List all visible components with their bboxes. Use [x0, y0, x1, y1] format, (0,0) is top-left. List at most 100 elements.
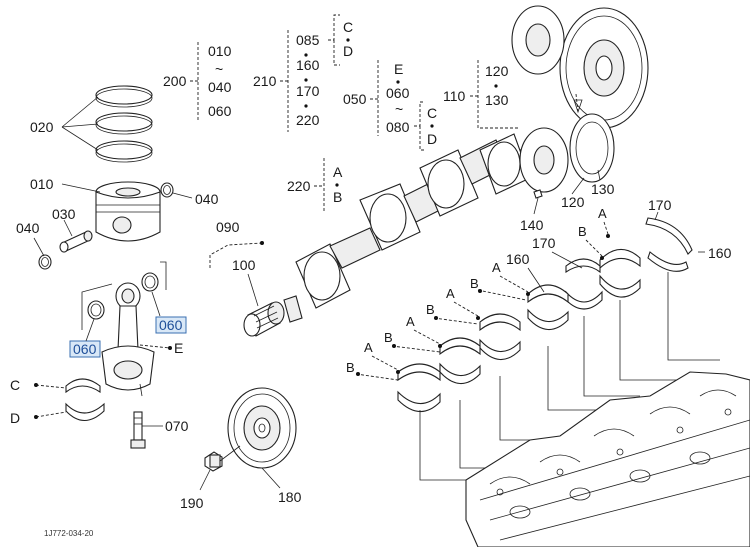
idler-gear-small [511, 5, 565, 75]
main-bearing-2 [397, 363, 441, 413]
label-060-right-box: 060 [155, 316, 187, 334]
label-010: 010 [30, 176, 54, 192]
label-060-right: 060 [159, 317, 183, 333]
group-050-E: E [394, 61, 403, 77]
leader-040-left [33, 237, 45, 257]
bracket-200 [190, 42, 199, 120]
leader-170-right [654, 211, 659, 221]
ab-markers: A B A B A B A B A B A B [346, 206, 610, 381]
group-210-4: 220 [296, 112, 320, 128]
leader-100 [247, 273, 259, 307]
bracket-210 [280, 30, 289, 132]
group-210-D: D [343, 43, 353, 59]
connecting-rod [101, 282, 155, 397]
leader-060-left [85, 318, 95, 342]
snap-ring-right [160, 182, 174, 198]
marker-A4: A [406, 314, 415, 329]
label-140: 140 [520, 217, 544, 233]
label-090: 090 [216, 219, 240, 235]
label-030: 030 [52, 206, 76, 222]
group-050-C: C [427, 105, 437, 121]
bracket-rod-right [160, 261, 167, 290]
group-210-C: C [343, 19, 353, 35]
idler-gear-large [559, 7, 649, 129]
label-210: 210 [253, 73, 277, 89]
bracket-rod-left [81, 283, 113, 330]
label-050: 050 [343, 91, 367, 107]
bracket-220 [314, 158, 325, 212]
leader-060-right [151, 291, 161, 317]
leader-030 [63, 219, 73, 237]
crank-gear-front [519, 127, 569, 193]
leader-010 [61, 183, 101, 193]
leader-130 [597, 169, 601, 181]
label-220: 220 [287, 178, 311, 194]
group-050-2: 080 [386, 119, 410, 135]
bracket-090 [209, 242, 263, 268]
group-110-2: 130 [485, 92, 509, 108]
leader-E [139, 344, 171, 349]
label-110: 110 [443, 88, 466, 104]
rod-bearing-upper [65, 378, 101, 394]
piston [95, 181, 161, 242]
leader-020 [61, 96, 99, 151]
group-200-top: 010 [208, 43, 232, 59]
leader-160-left [527, 267, 545, 293]
thrust-bearing-170-right [645, 217, 693, 272]
piston-pin [59, 230, 93, 253]
group-220-B: B [333, 189, 342, 205]
crank-gear-100 [243, 301, 285, 337]
group-200-tilde: ~ [215, 61, 223, 77]
bracket-050-cd [414, 101, 424, 151]
group-220-A: A [333, 164, 343, 180]
leader-180 [261, 467, 281, 489]
bracket-050 [370, 60, 379, 136]
label-070: 070 [165, 418, 189, 434]
figure-id: 1J772-034-20 [44, 529, 94, 538]
marker-A3: A [446, 286, 455, 301]
leader-040-right [172, 192, 193, 199]
marker-B3: B [426, 302, 435, 317]
label-180: 180 [278, 489, 302, 505]
group-210-2: 160 [296, 57, 320, 73]
bracket-110 [470, 60, 520, 129]
label-120: 120 [561, 194, 585, 210]
label-160-left: 160 [506, 251, 530, 267]
leader-C [35, 384, 67, 389]
bushing-left [87, 300, 105, 320]
main-bearing-6 [599, 248, 641, 298]
label-E: E [174, 340, 183, 356]
leader-gear-up [575, 93, 579, 113]
label-C: C [10, 377, 20, 393]
label-130: 130 [591, 181, 615, 197]
bracket-210-cd [328, 14, 340, 66]
group-210-3: 170 [296, 83, 320, 99]
label-D: D [10, 410, 20, 426]
group-110-1: 120 [485, 63, 509, 79]
arrow-gear [573, 99, 583, 114]
leader-120 [571, 177, 585, 195]
thrust-bearing-170-left [565, 258, 603, 310]
group-210-1: 085 [296, 32, 320, 48]
leader-D [35, 411, 67, 418]
marker-A2: A [492, 260, 501, 275]
marker-B4: B [384, 330, 393, 345]
main-bearing-3 [439, 337, 481, 385]
label-040-right: 040 [195, 191, 219, 207]
bushing-right [141, 272, 159, 292]
group-200-bot: 060 [208, 103, 232, 119]
marker-B1: B [578, 224, 587, 239]
key-140 [533, 189, 543, 199]
label-170-right: 170 [648, 197, 672, 213]
label-060-left: 060 [73, 341, 97, 357]
leader-140 [533, 197, 539, 215]
rod-bolt [130, 411, 146, 449]
marker-B5: B [346, 360, 355, 375]
marker-A5: A [364, 340, 373, 355]
leader-190 [199, 469, 211, 491]
label-020: 020 [30, 119, 54, 135]
label-040-left: 040 [16, 220, 40, 236]
crank-pulley [227, 387, 297, 469]
label-170-left: 170 [532, 235, 556, 251]
